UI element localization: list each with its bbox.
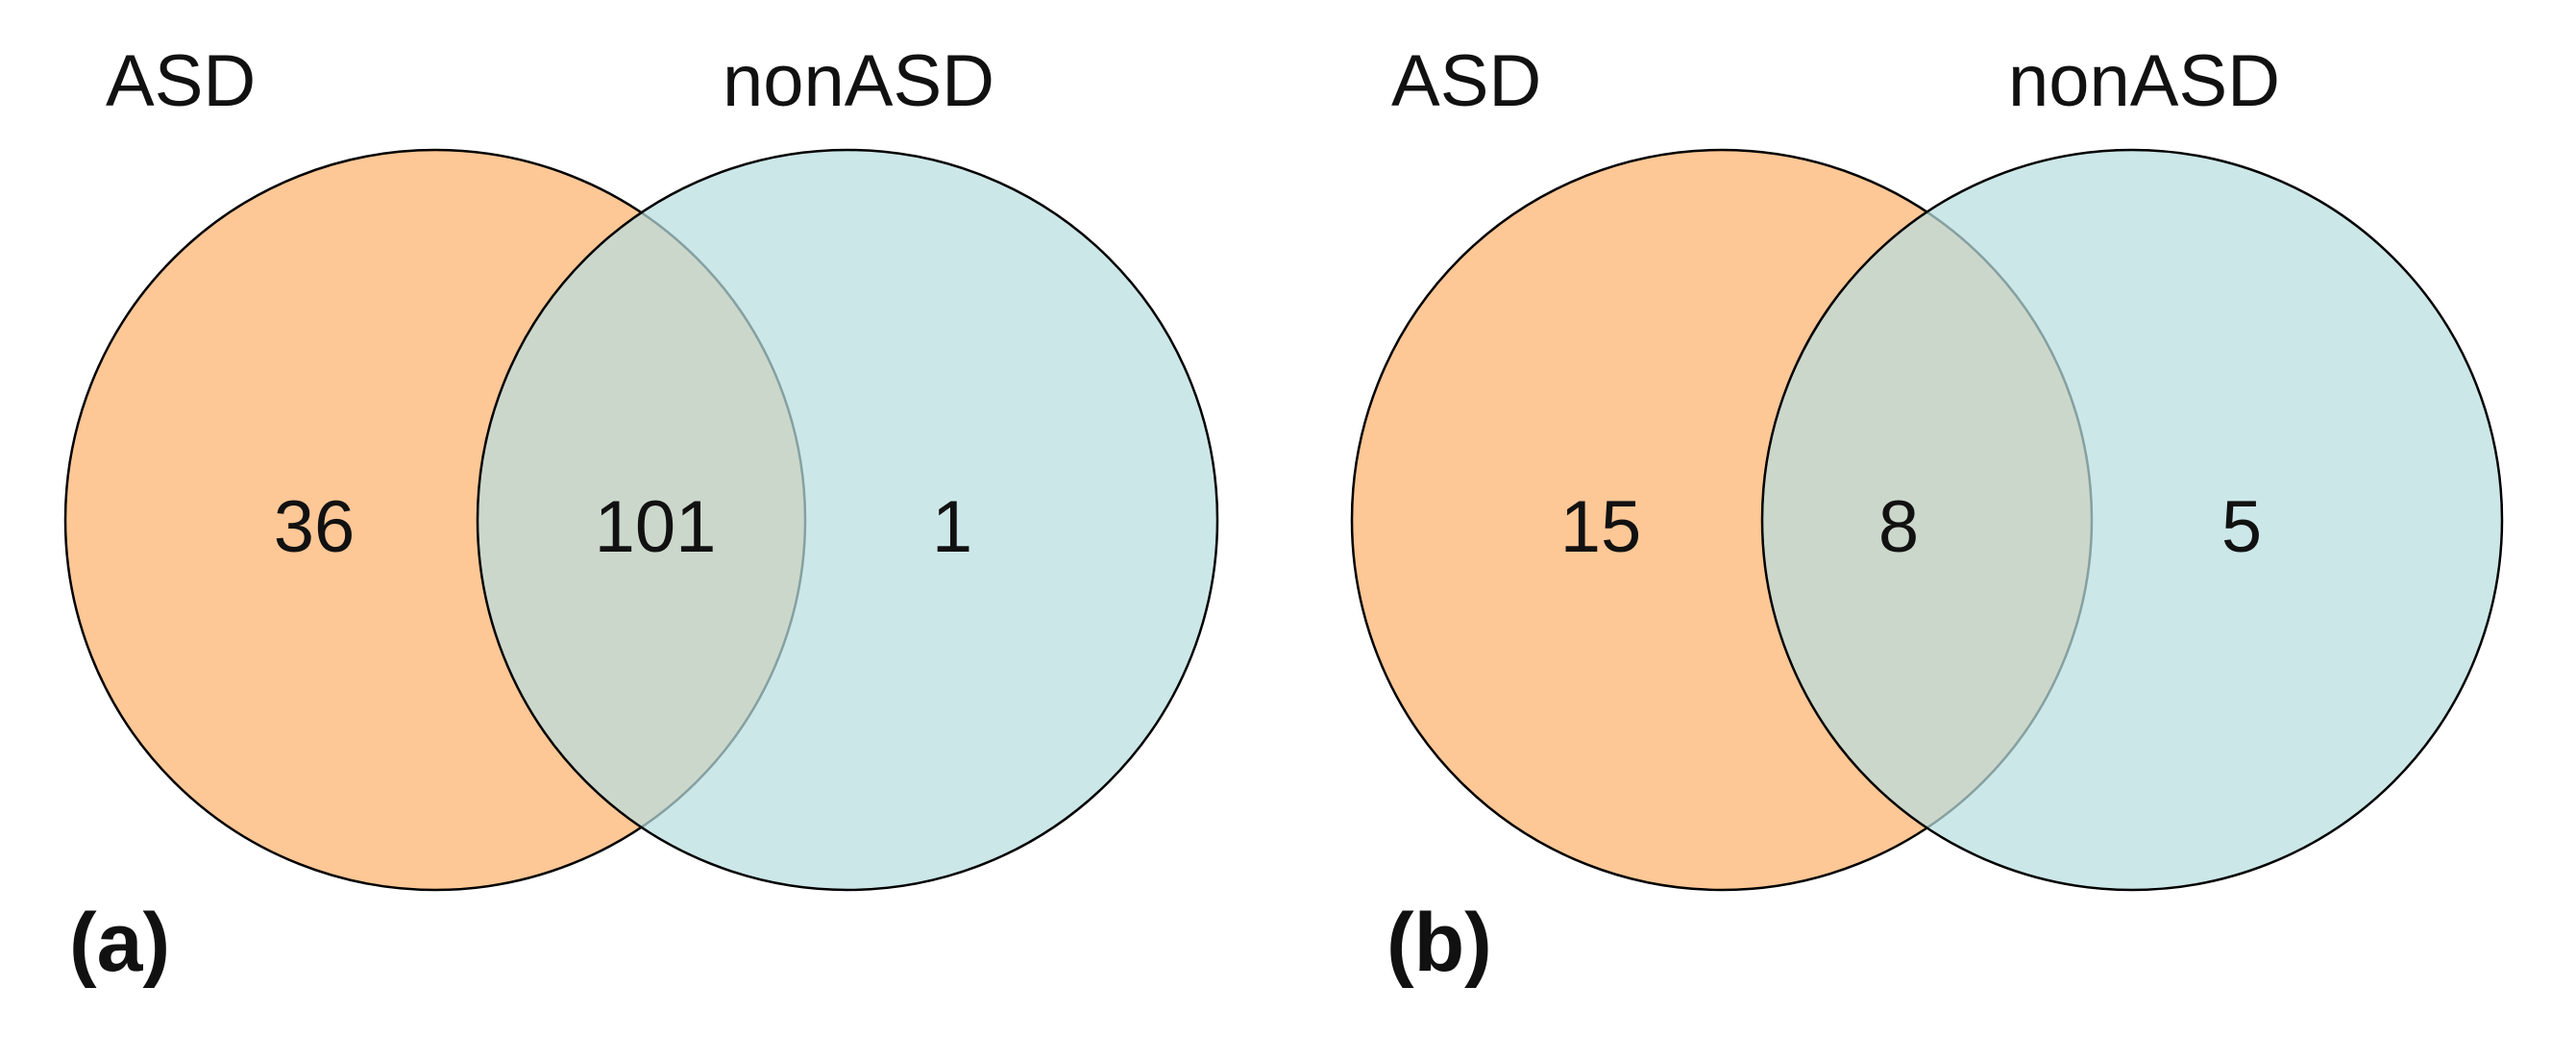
asd-only-count: 36 (274, 486, 356, 568)
venn-panel-b: ASD nonASD 15 8 5 (b) (1350, 40, 2504, 989)
intersection-count: 8 (1878, 486, 1919, 568)
venn-panel-a: ASD nonASD 36 101 1 (a) (63, 40, 1219, 989)
intersection-count: 101 (595, 486, 717, 568)
nonasd-set-label: nonASD (2008, 40, 2280, 122)
asd-set-label: ASD (1391, 40, 1541, 122)
nonasd-set-label: nonASD (723, 40, 994, 122)
nonasd-only-count: 1 (932, 486, 972, 568)
nonasd-only-count: 5 (2221, 486, 2262, 568)
asd-only-count: 15 (1560, 486, 1642, 568)
asd-set-label: ASD (106, 40, 256, 122)
panel-letter-a: (a) (69, 897, 170, 989)
panel-letter-b: (b) (1386, 897, 1492, 989)
nonasd-set-circle (476, 148, 1219, 892)
nonasd-set-circle (1760, 148, 2504, 892)
